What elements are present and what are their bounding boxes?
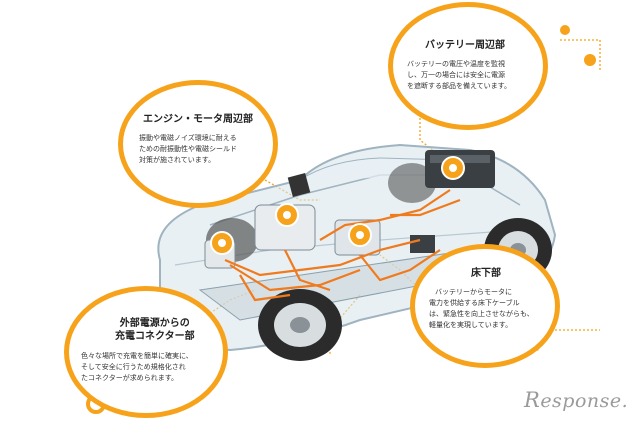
callout-engine: エンジン・モータ周辺部 振動や電磁ノイズ環境に耐える ための耐振動性や電磁シール…: [118, 80, 278, 208]
wheel-rear-left: [388, 163, 436, 203]
marker-floor: [348, 223, 372, 247]
callout-battery-title: バッテリー周辺部: [425, 40, 505, 51]
marker-charger: [210, 231, 234, 255]
component-markers: [210, 156, 465, 255]
callout-floor-text: バッテリーからモータに 電力を供給する床下ケーブル は、緊急性を向上させながらも…: [429, 288, 534, 329]
marker-battery: [441, 156, 465, 180]
callout-charger: 外部電源からの 充電コネクター部 色々な場所で充電を簡単に確実に、 そして安全に…: [64, 286, 228, 418]
callout-charger-title: 外部電源からの 充電コネクター部: [115, 318, 195, 342]
response-logo: Response.: [524, 388, 629, 412]
callout-battery: バッテリー周辺部 バッテリーの電圧や温度を監視 し、万一の場合には安全に電源 を…: [388, 2, 548, 130]
callout-battery-text: バッテリーの電圧や温度を監視 し、万一の場合には安全に電源 を遮断する部品を備え…: [407, 60, 511, 90]
marker-engine: [275, 203, 299, 227]
callout-engine-text: 振動や電磁ノイズ環境に耐える ための耐振動性や電磁シールド 対策が施されています…: [139, 134, 237, 164]
callout-charger-text: 色々な場所で充電を簡単に確実に、 そして安全に行うため規格化され たコネクターが…: [81, 352, 193, 382]
response-logo-r-icon: R: [524, 388, 541, 412]
callout-floor: 床下部 バッテリーからモータに 電力を供給する床下ケーブル は、緊急性を向上させ…: [410, 244, 560, 368]
callout-engine-title: エンジン・モータ周辺部: [143, 114, 253, 125]
wiring-harness: [224, 189, 461, 302]
callout-floor-title: 床下部: [471, 268, 501, 279]
